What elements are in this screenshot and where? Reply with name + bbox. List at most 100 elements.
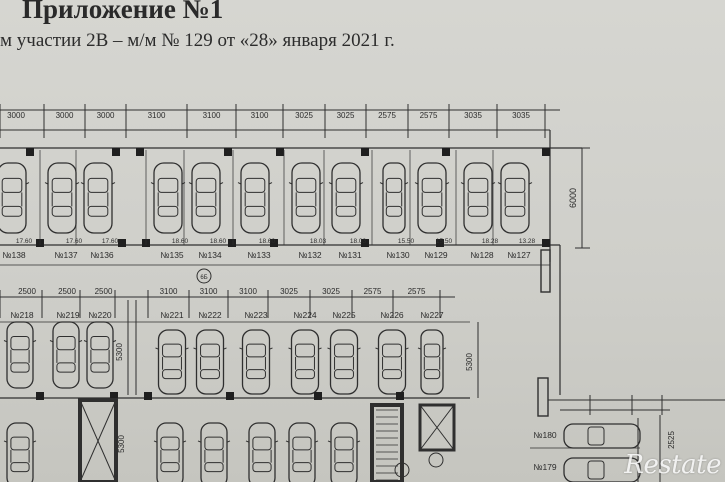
space-label-row1: №133 (247, 250, 271, 260)
elevator-shaft (418, 403, 456, 452)
car-part (245, 440, 250, 443)
car-part (3, 340, 8, 343)
car-part (335, 177, 357, 193)
car-part (246, 369, 266, 380)
column-marker (436, 239, 444, 247)
top-dimension-value: 3025 (337, 111, 355, 120)
column-marker (224, 148, 232, 156)
car-part (1, 177, 23, 193)
mid-dimension-value-left: 2500 (95, 287, 113, 296)
shaft-cross (419, 404, 455, 451)
car-part (318, 347, 322, 350)
axis-marker (196, 268, 212, 284)
car-outline-row1 (0, 162, 30, 234)
car-part (157, 329, 187, 395)
car-part (241, 329, 271, 395)
car-part (335, 205, 357, 217)
column-marker (118, 239, 126, 247)
column-marker (226, 392, 234, 400)
car-part (153, 440, 158, 443)
space-label-row2: №218 (10, 310, 34, 320)
car-part (295, 177, 317, 193)
top-dimension-value: 2575 (378, 111, 396, 120)
space-label-row2: №222 (198, 310, 222, 320)
car-part (181, 182, 186, 185)
car-part (204, 462, 224, 473)
car-part (219, 182, 224, 185)
car-outline-row2 (3, 321, 37, 389)
car-part (334, 436, 354, 451)
top-dimension-value: 3000 (7, 111, 25, 120)
car-part (83, 340, 88, 343)
car-part (319, 182, 324, 185)
car-part (150, 182, 155, 185)
car-part (56, 336, 76, 351)
car-part (497, 182, 502, 185)
car-part (51, 177, 73, 193)
space-label-row1: №127 (507, 250, 531, 260)
car-part (195, 177, 217, 193)
space-label-right: №180 (533, 430, 557, 440)
car-part (90, 362, 110, 373)
car-outline-row3 (245, 422, 279, 482)
space-label-row1: №132 (298, 250, 322, 260)
car-part (157, 177, 179, 193)
car-part (290, 329, 320, 395)
space-area-row1: 13.28 (519, 238, 536, 245)
car-part (223, 347, 227, 350)
car-part (334, 369, 354, 380)
car-part (385, 205, 403, 217)
car-part (375, 347, 379, 350)
column-marker (136, 148, 144, 156)
row2-dimension-value: 5300 (465, 353, 474, 371)
car-outline-row1 (379, 162, 409, 234)
car-part (32, 440, 37, 443)
car-part (382, 162, 406, 234)
car-part (157, 205, 179, 217)
mid-dimension-value-right: 2575 (408, 287, 426, 296)
car-part (90, 336, 110, 351)
car-part (52, 321, 80, 389)
top-dimension-value: 3035 (512, 111, 530, 120)
car-part (80, 182, 85, 185)
car-part (246, 343, 266, 358)
car-part (504, 177, 526, 193)
mid-dimension-value-right: 3100 (160, 287, 178, 296)
column-marker (276, 148, 284, 156)
car-part (244, 205, 266, 217)
car-part (200, 422, 228, 482)
car-part (463, 162, 493, 234)
column-marker (314, 392, 322, 400)
top-dimension-value: 3100 (203, 111, 221, 120)
column-marker (270, 239, 278, 247)
column-marker (542, 148, 550, 156)
space-area-row1: 18.03 (350, 238, 367, 245)
car-part (329, 329, 359, 395)
watermark-text: Restate (624, 450, 721, 480)
space-label-row2: №226 (380, 310, 404, 320)
top-dimension-value: 3035 (464, 111, 482, 120)
car-part (460, 182, 465, 185)
car-outline-row1 (80, 162, 116, 234)
space-area-row1: 17.60 (16, 238, 33, 245)
car-part (162, 343, 182, 358)
car-part (334, 462, 354, 473)
car-part (10, 436, 30, 451)
car-part (239, 347, 243, 350)
car-part (10, 336, 30, 351)
mid-dimension-value-right: 3100 (239, 287, 257, 296)
car-part (528, 182, 533, 185)
appendix-subtitle: м участии 2В – м/м № 129 от «28» января … (0, 30, 395, 51)
car-part (197, 440, 202, 443)
space-area-row1: 18.60 (210, 238, 227, 245)
shaft-cross (79, 399, 117, 482)
car-part (237, 182, 242, 185)
right-dimension-value: 2525 (667, 431, 676, 449)
axis-marker-label: 6Б (200, 275, 207, 281)
mid-dimension-value-left: 2500 (58, 287, 76, 296)
car-part (86, 321, 114, 389)
car-outline-right (563, 423, 641, 449)
car-part (295, 369, 315, 380)
